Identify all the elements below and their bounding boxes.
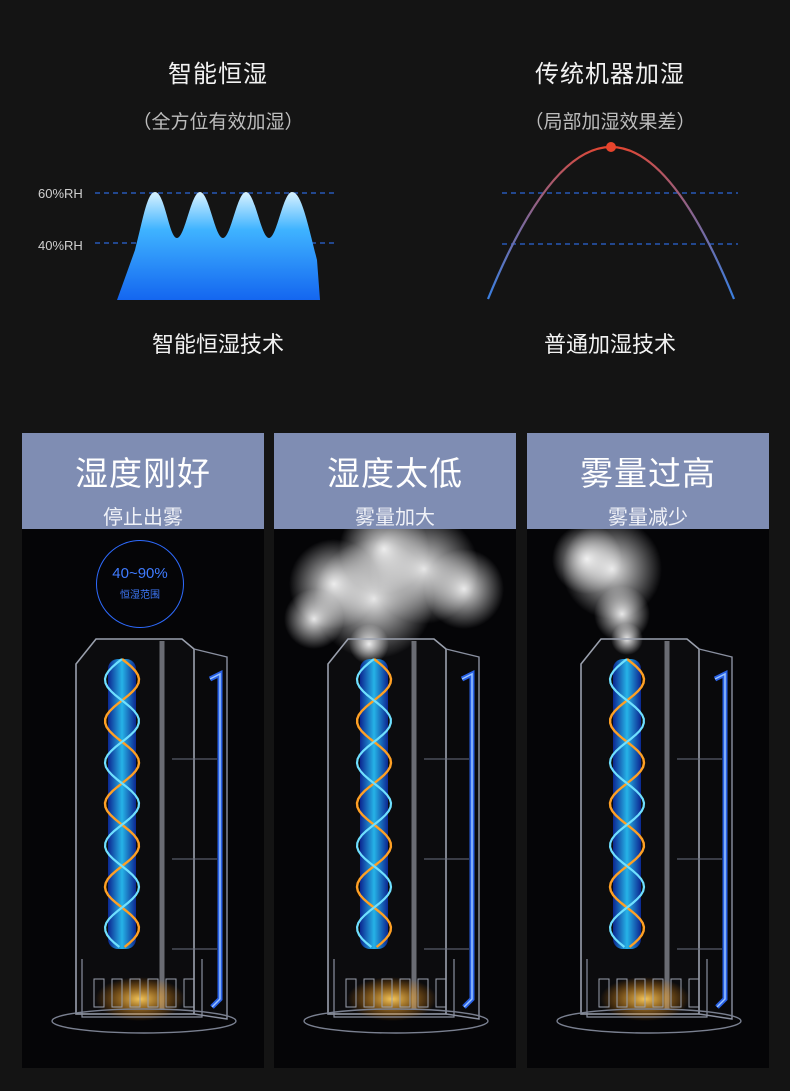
mist-cloud (552, 529, 622, 594)
base-part (598, 978, 610, 1008)
base-part (165, 978, 177, 1008)
panel-humidity-just-right: 湿度刚好 停止出雾 40~90% 恒湿范围 (22, 433, 264, 1068)
tank-side (193, 648, 228, 1020)
arc-right-half (610, 145, 736, 300)
helix-strand-orange (103, 658, 141, 948)
base-part (616, 978, 628, 1008)
humidifier-illustration (284, 529, 504, 1034)
arc-peak-dot (606, 142, 616, 152)
arc-left-half (486, 145, 612, 300)
base-part (652, 978, 664, 1008)
base-part (147, 978, 159, 1008)
base-part (363, 978, 375, 1008)
base-part (417, 978, 429, 1008)
base-part (435, 978, 447, 1008)
base-housing (586, 959, 708, 1018)
base-part (111, 978, 123, 1008)
base-part (634, 978, 646, 1008)
base-part (93, 978, 105, 1008)
panel-title: 湿度刚好 (75, 454, 211, 493)
helix-strand-orange (355, 658, 393, 948)
base-plate (51, 1008, 237, 1034)
humidity-range-badge: 40~90% 恒湿范围 (96, 540, 184, 628)
base-housing (333, 959, 455, 1018)
blue-light-core (209, 672, 221, 1008)
panel-subtitle: 雾量减少 (608, 505, 688, 529)
smart-humidity-tech-label: 智能恒湿技术 (151, 333, 284, 358)
base-part (345, 978, 357, 1008)
panel-header: 湿度太低 雾量加大 (274, 433, 516, 529)
range-label: 恒湿范围 (120, 590, 160, 601)
tank-side (698, 648, 733, 1020)
panel-subtitle: 停止出雾 (103, 505, 183, 529)
helix-strand-blue (608, 658, 646, 948)
panel-title: 湿度太低 (327, 454, 463, 493)
blue-light-core (461, 672, 473, 1008)
tank-side (445, 648, 480, 1020)
base-housing (81, 959, 203, 1018)
normal-humidity-tech-label: 普通加湿技术 (543, 333, 676, 358)
traditional-humidity-title: 传统机器加湿 (535, 60, 685, 88)
base-plate (556, 1008, 742, 1034)
traditional-humidity-heading: 传统机器加湿 （局部加湿效果差） (460, 54, 760, 134)
rh-60-label: 60%RH (38, 186, 83, 201)
rh-40-label: 40%RH (38, 238, 83, 253)
smart-humidity-title: 智能恒湿 (168, 60, 268, 88)
base-plate (303, 1008, 489, 1034)
panel-header: 湿度刚好 停止出雾 (22, 433, 264, 529)
range-value: 40~90% (112, 565, 168, 582)
core-tube (613, 659, 641, 949)
smart-humidity-subtitle: （全方位有效加湿） (132, 111, 304, 133)
mist-cloud (339, 529, 429, 594)
mist-cloud (424, 549, 504, 629)
core-tube (360, 659, 388, 949)
helix-strand-blue (355, 658, 393, 948)
base-part (183, 978, 195, 1008)
mist-cloud (284, 589, 344, 649)
base-part (399, 978, 411, 1008)
panel-header: 雾量过高 雾量减少 (527, 433, 769, 529)
panel-subtitle: 雾量加大 (355, 505, 435, 529)
humidifier-illustration (552, 529, 742, 1034)
constant-humidity-wave-diagram (95, 192, 335, 300)
panel-mist-too-high: 雾量过高 雾量减少 (527, 433, 769, 1068)
mist-cloud (349, 624, 389, 664)
base-part (129, 978, 141, 1008)
base-part (381, 978, 393, 1008)
humidifier-illustration (51, 638, 237, 1034)
traditional-humidity-subtitle: （局部加湿效果差） (524, 111, 696, 133)
smart-humidity-heading: 智能恒湿 （全方位有效加湿） (68, 54, 368, 134)
helix-strand-blue (103, 658, 141, 948)
panel-title: 雾量过高 (580, 454, 716, 493)
base-part (670, 978, 682, 1008)
helix-strand-orange (608, 658, 646, 948)
traditional-arc-diagram (486, 142, 738, 300)
core-tube (108, 659, 136, 949)
base-part (688, 978, 700, 1008)
panel-humidity-too-low: 湿度太低 雾量加大 (274, 433, 516, 1068)
humidity-wave-shape (117, 192, 320, 300)
blue-light-core (714, 672, 726, 1008)
